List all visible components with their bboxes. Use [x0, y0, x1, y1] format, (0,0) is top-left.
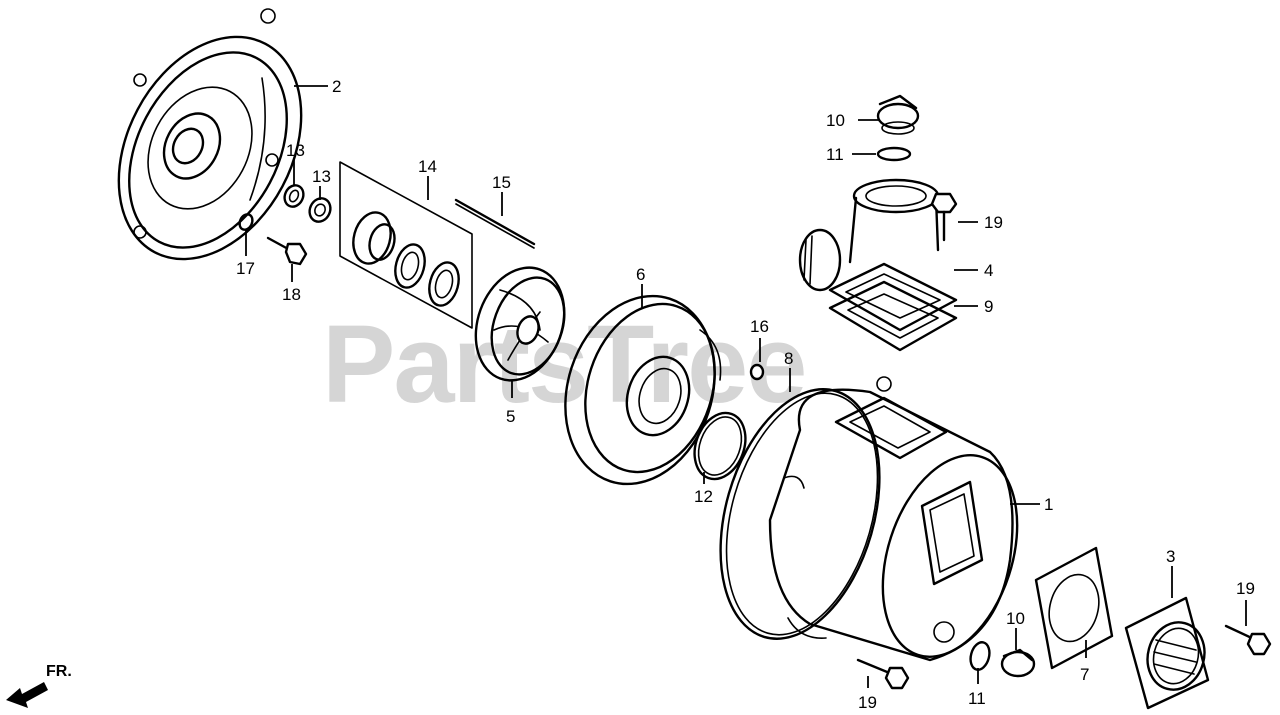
callout-16: 16	[750, 317, 769, 336]
front-direction-arrow: FR.	[6, 663, 72, 708]
callout-6: 6	[636, 265, 645, 284]
callout-8: 8	[784, 349, 793, 368]
part-13-seal-b[interactable]	[306, 195, 334, 225]
part-19-bolt-bottom[interactable]	[856, 658, 910, 690]
callout-3: 3	[1166, 547, 1175, 566]
part-7-gasket[interactable]	[1034, 546, 1114, 670]
part-19-bolt-right[interactable]	[1224, 624, 1272, 656]
callout-5: 5	[506, 407, 515, 426]
callout-14: 14	[418, 157, 437, 176]
callout-10-a: 10	[826, 111, 845, 130]
part-16-nut[interactable]	[749, 363, 765, 381]
callout-18: 18	[282, 285, 301, 304]
callout-2: 2	[332, 77, 341, 96]
part-3-drain-cover[interactable]	[1124, 596, 1212, 710]
part-10-cap-top[interactable]	[876, 94, 920, 135]
callout-19-a: 19	[984, 213, 1003, 232]
callout-7: 7	[1080, 665, 1089, 684]
part-9-gasket[interactable]	[828, 280, 958, 352]
part-2-cover-plate[interactable]	[82, 5, 338, 290]
part-17-washer[interactable]	[237, 212, 255, 232]
callout-9: 9	[984, 297, 993, 316]
callout-12: 12	[694, 487, 713, 506]
part-12-o-ring[interactable]	[686, 406, 754, 486]
part-11-o-ring-bottom[interactable]	[968, 640, 993, 672]
part-1-pump-casing[interactable]	[768, 376, 1041, 674]
callout-17: 17	[236, 259, 255, 278]
part-14-mechanical-seal[interactable]	[339, 161, 473, 329]
part-5-impeller[interactable]	[461, 255, 580, 393]
callout-13-a: 13	[286, 141, 305, 160]
part-18-bolt[interactable]	[266, 236, 308, 266]
callout-11-a: 11	[826, 145, 844, 164]
part-11-o-ring-top[interactable]	[876, 146, 912, 162]
front-direction-label: FR.	[46, 663, 72, 680]
callout-15: 15	[492, 173, 511, 192]
callout-1: 1	[1044, 495, 1053, 514]
part-10-cap-bottom[interactable]	[1000, 648, 1036, 678]
callout-10-b: 10	[1006, 609, 1025, 628]
part-13-seal-a[interactable]	[281, 182, 307, 210]
callout-4: 4	[984, 261, 993, 280]
part-19-bolt-top[interactable]	[930, 192, 958, 242]
leader-lines	[245, 85, 1247, 688]
part-15-stud[interactable]	[454, 198, 536, 249]
callout-19-b: 19	[858, 693, 877, 712]
part-6-volute-case[interactable]	[542, 276, 738, 503]
callout-13-b: 13	[312, 167, 331, 186]
callout-19-c: 19	[1236, 579, 1255, 598]
callout-11-b: 11	[968, 689, 986, 708]
